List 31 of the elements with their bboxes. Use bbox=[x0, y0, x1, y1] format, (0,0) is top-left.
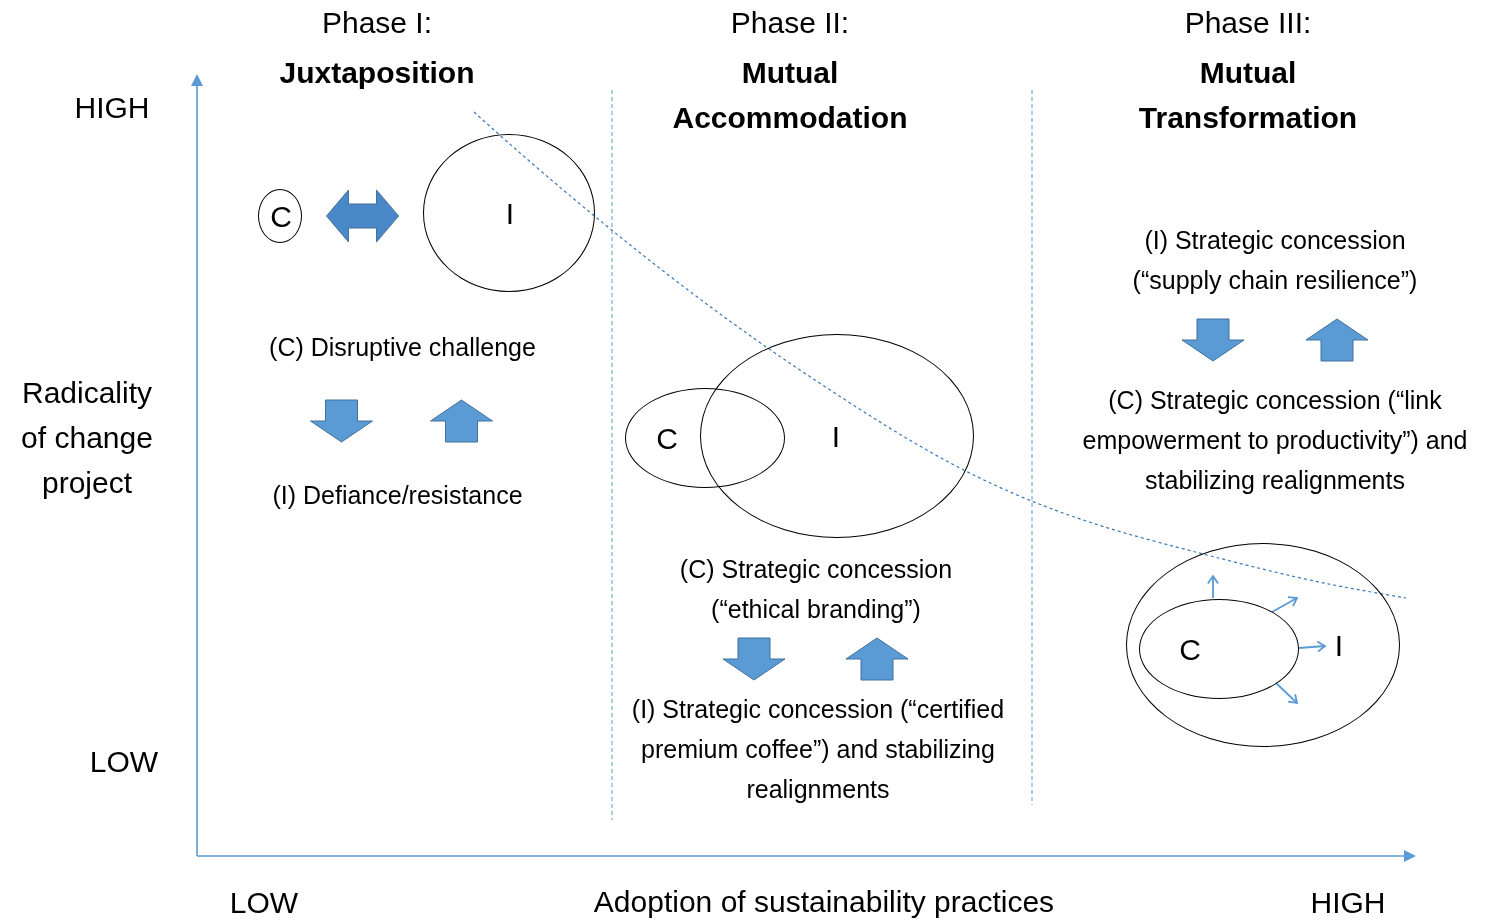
phase-text: (I) Defiance/resistance bbox=[225, 475, 570, 515]
phase-text: (I) Strategic concession (“certified premium coffee”) and stabilizing realignments bbox=[628, 689, 1008, 809]
axis-title: Adoption of sustainability practices bbox=[592, 884, 1056, 920]
block-arrow bbox=[1181, 318, 1245, 362]
phase-text: (C) Strategic concession (“ethical branding”) bbox=[636, 549, 996, 629]
block-arrow bbox=[722, 637, 786, 681]
block-arrow bbox=[310, 399, 373, 443]
axis-label: HIGH bbox=[73, 90, 151, 126]
block-arrow bbox=[845, 637, 909, 681]
phase-title: Phase I: bbox=[320, 5, 434, 41]
block-arrow bbox=[1305, 318, 1369, 362]
ellipse-label: C bbox=[269, 199, 293, 235]
ellipse-label: C bbox=[1178, 632, 1202, 668]
block-arrow bbox=[326, 189, 399, 243]
block-arrow bbox=[430, 399, 493, 443]
phase-text: (C) Disruptive challenge bbox=[225, 327, 580, 367]
phase-text: (C) Strategic concession (“link empowerment to productivity”) and stabilizing realignments bbox=[1070, 380, 1480, 500]
axis-label: LOW bbox=[228, 885, 300, 921]
axis-title: Radicality of change project bbox=[20, 375, 154, 501]
phase-name: Mutual Transformation bbox=[1137, 55, 1359, 136]
ellipse-label: I bbox=[504, 196, 516, 232]
phase-text: (I) Strategic concession (“supply chain resilience”) bbox=[1105, 220, 1445, 300]
axis-label: HIGH bbox=[1309, 885, 1387, 921]
phase-name: Mutual Accommodation bbox=[671, 55, 909, 136]
ellipse-label: I bbox=[830, 419, 842, 455]
axis-label: LOW bbox=[88, 744, 160, 780]
phase-title: Phase III: bbox=[1183, 5, 1313, 41]
phase-name: Juxtaposition bbox=[278, 55, 476, 91]
ellipse-label: C bbox=[655, 421, 679, 457]
ellipse-label: I bbox=[1333, 628, 1345, 664]
phase-title: Phase II: bbox=[729, 5, 851, 41]
